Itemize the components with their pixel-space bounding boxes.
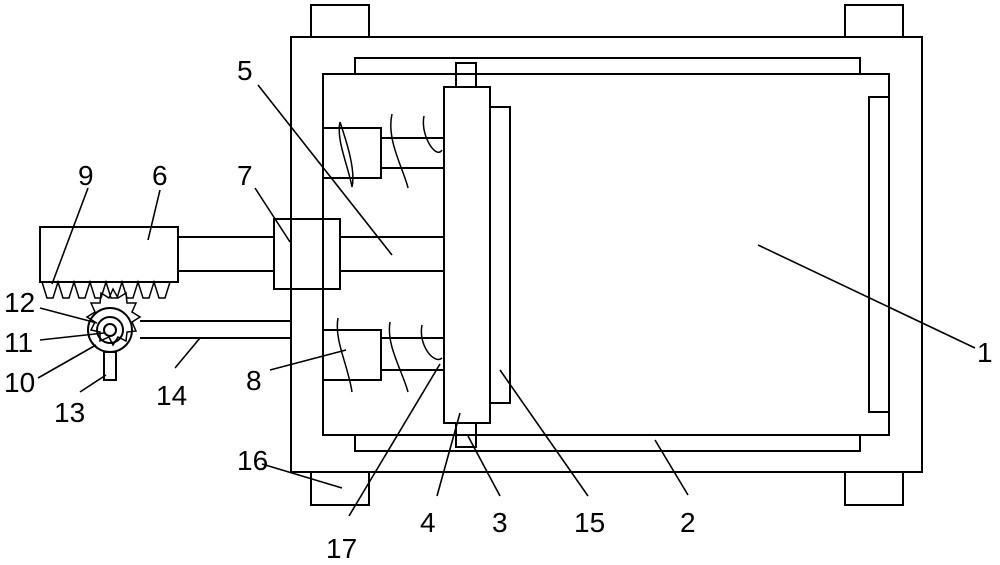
leader-2 (654, 439, 689, 496)
leader-17 (348, 363, 441, 517)
outer-frame (290, 36, 923, 473)
leader-3 (467, 435, 501, 497)
bottom-rail (354, 434, 861, 452)
gear-teeth (85, 287, 142, 347)
label-7: 7 (237, 160, 253, 191)
leader-5 (257, 84, 393, 256)
label-11: 11 (4, 327, 33, 358)
inner-box (322, 73, 890, 436)
leader-7 (254, 187, 291, 243)
leader-10 (37, 344, 97, 379)
leader-15 (499, 369, 589, 497)
leader-1 (757, 244, 976, 349)
leader-6 (147, 189, 161, 241)
label-12: 12 (4, 287, 35, 318)
leader-4 (436, 412, 461, 497)
leader-12 (39, 307, 98, 324)
label-1: 1 (977, 337, 993, 368)
foot-bottom-right (844, 471, 904, 506)
hub (96, 316, 124, 344)
label-9: 9 (78, 160, 94, 191)
leader-16 (261, 463, 343, 489)
label-8: 8 (246, 365, 262, 396)
lower-rod (380, 337, 445, 371)
push-plate (443, 86, 491, 424)
label-5: 5 (237, 55, 253, 86)
label-14: 14 (156, 380, 187, 411)
leader-9 (51, 187, 89, 285)
pressing-plate (489, 106, 511, 404)
leader-13 (79, 374, 107, 393)
rack-body (39, 226, 179, 283)
upper-rod (380, 137, 445, 169)
shaft (103, 323, 117, 337)
label-4: 4 (420, 507, 436, 538)
lower-sleeve (322, 329, 382, 381)
right-plate (868, 96, 890, 413)
handle (103, 351, 117, 381)
leader-11 (39, 332, 105, 341)
gear (85, 287, 142, 381)
label-6: 6 (152, 160, 168, 191)
label-2: 2 (680, 507, 696, 538)
foot-top-left (310, 4, 370, 38)
label-3: 3 (492, 507, 508, 538)
top-rail (354, 57, 861, 75)
pin-top (455, 62, 477, 88)
bearing-block (273, 218, 341, 290)
rack-teeth (41, 279, 171, 299)
label-10: 10 (4, 367, 35, 398)
upper-spring (338, 113, 443, 189)
leader-14 (174, 337, 201, 369)
foot-top-right (844, 4, 904, 38)
label-17: 17 (326, 533, 357, 564)
label-16: 16 (237, 445, 268, 476)
pin-bottom (455, 422, 477, 448)
lower-spring (336, 317, 443, 393)
leader-8 (269, 349, 347, 371)
label-13: 13 (54, 397, 85, 428)
push-rod-outer (177, 236, 275, 272)
foot-bottom-left (310, 471, 370, 506)
label-15: 15 (574, 507, 605, 538)
